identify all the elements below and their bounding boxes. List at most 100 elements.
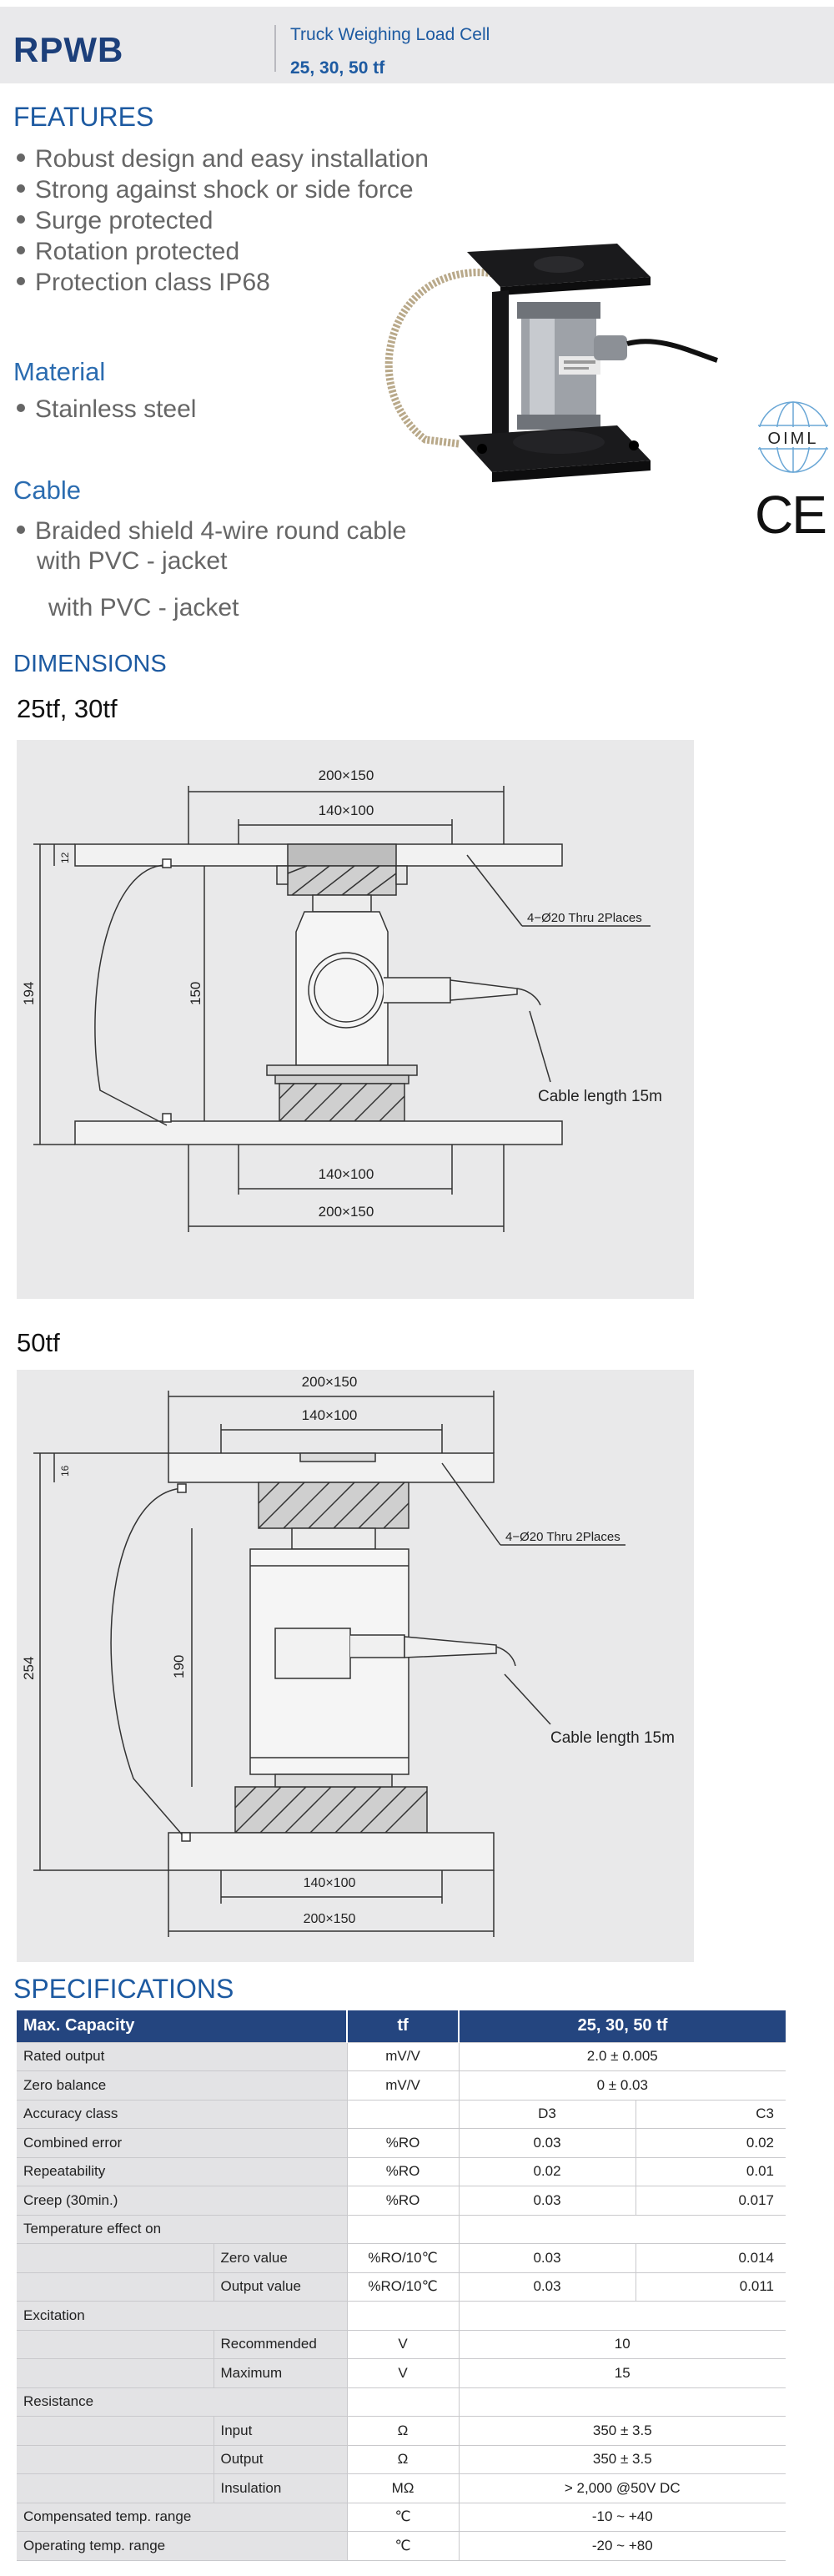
spec-value-d3: D3 xyxy=(459,2100,636,2129)
header-unit: tf xyxy=(346,2010,460,2043)
spec-unit: %RO/10℃ xyxy=(347,2272,460,2302)
spec-value-d3: 0.02 xyxy=(459,2157,636,2186)
oiml-text: OIML xyxy=(768,430,819,448)
cable-item-repeat: with PVC - jacket xyxy=(48,594,239,621)
spec-value xyxy=(459,2215,786,2244)
spec-group-cell xyxy=(17,2243,214,2273)
product-title: Truck Weighing Load Cell xyxy=(290,25,490,44)
feature-item: Robust design and easy installation xyxy=(17,143,429,174)
dimension-heading-25-30: 25tf, 30tf xyxy=(17,694,118,723)
spec-sublabel: Maximum xyxy=(214,2358,348,2388)
feature-item: Surge protected xyxy=(17,205,213,236)
spec-unit: %RO xyxy=(347,2157,460,2186)
cable-item-continued: with PVC - jacket xyxy=(37,547,228,575)
material-item: Stainless steel xyxy=(17,394,196,425)
spec-unit xyxy=(347,2100,460,2129)
spec-value-c3: 0.01 xyxy=(636,2157,786,2186)
table-row: Resistance xyxy=(17,2387,786,2417)
spec-value: 15 xyxy=(459,2358,786,2388)
spec-sublabel: Input xyxy=(214,2416,348,2446)
oiml-logo: OIML xyxy=(755,401,831,473)
dimension-drawing-25-30: 200×150 140×100 4−Ø20 Thru 2Places 12 19… xyxy=(17,740,694,1299)
spec-value-c3: C3 xyxy=(636,2100,786,2129)
spec-unit: ℃ xyxy=(347,2531,460,2561)
dim-cable-note: Cable length 15m xyxy=(538,1088,662,1105)
dimension-svg-25-30: 200×150 140×100 4−Ø20 Thru 2Places 12 19… xyxy=(21,767,662,1232)
spec-unit: MΩ xyxy=(347,2473,460,2503)
spec-value: 2.0 ± 0.005 xyxy=(459,2042,786,2071)
spec-label: Compensated temp. range xyxy=(17,2503,348,2532)
dim-plate-thickness: 12 xyxy=(59,852,71,863)
spec-value-c3: 0.017 xyxy=(636,2186,786,2216)
spec-unit xyxy=(347,2301,460,2331)
dim-height-total: 254 xyxy=(21,1657,37,1680)
dim-height-total: 194 xyxy=(21,982,37,1005)
dim-cable-note: Cable length 15m xyxy=(550,1729,675,1747)
spec-sublabel: Output value xyxy=(214,2272,348,2302)
spec-value-d3: 0.03 xyxy=(459,2128,636,2158)
header-max-capacity: Max. Capacity xyxy=(17,2010,348,2043)
spec-unit: ℃ xyxy=(347,2503,460,2532)
bullet-icon xyxy=(17,246,25,255)
dim-bottom-inner: 140×100 xyxy=(304,1876,356,1890)
spec-label: Rated output xyxy=(17,2042,348,2071)
spec-group-cell xyxy=(17,2445,214,2474)
spec-unit: mV/V xyxy=(347,2070,460,2101)
spec-value: -20 ~ +80 xyxy=(459,2531,786,2561)
spec-label: Operating temp. range xyxy=(17,2531,348,2561)
dimension-svg-50: 200×150 140×100 4−Ø20 Thru 2Places 16 25… xyxy=(21,1374,675,1937)
bullet-icon xyxy=(17,215,25,224)
spec-group-cell xyxy=(17,2473,214,2503)
spec-sublabel: Output xyxy=(214,2445,348,2474)
dimensions-title: DIMENSIONS xyxy=(13,651,167,677)
spec-group-cell xyxy=(17,2272,214,2302)
specifications-title: SPECIFICATIONS xyxy=(13,1974,234,2004)
header-value: 25, 30, 50 tf xyxy=(459,2010,786,2043)
dim-top-outer: 200×150 xyxy=(319,767,374,783)
spec-label: Excitation xyxy=(17,2301,348,2331)
dimension-drawing-50: 200×150 140×100 4−Ø20 Thru 2Places 16 25… xyxy=(17,1370,694,1962)
dim-hole-note: 4−Ø20 Thru 2Places xyxy=(505,1530,620,1544)
spec-value: 350 ± 3.5 xyxy=(459,2416,786,2446)
spec-unit: V xyxy=(347,2358,460,2388)
spec-unit: %RO xyxy=(347,2128,460,2158)
dim-top-inner: 140×100 xyxy=(302,1407,358,1423)
feature-item: Protection class IP68 xyxy=(17,267,270,298)
spec-group-cell xyxy=(17,2330,214,2359)
spec-unit: mV/V xyxy=(347,2042,460,2071)
bullet-icon xyxy=(17,404,25,413)
spec-value-c3: 0.014 xyxy=(636,2243,786,2273)
spec-value: 10 xyxy=(459,2330,786,2359)
dim-top-inner: 140×100 xyxy=(319,802,374,818)
header-divider xyxy=(274,25,276,72)
spec-label: Repeatability xyxy=(17,2157,348,2186)
dim-bottom-inner: 140×100 xyxy=(319,1166,374,1182)
spec-value: -10 ~ +40 xyxy=(459,2503,786,2532)
spec-sublabel: Recommended xyxy=(214,2330,348,2359)
dim-bottom-outer: 200×150 xyxy=(304,1912,356,1926)
spec-value-c3: 0.011 xyxy=(636,2272,786,2302)
cable-item: Braided shield 4-wire round cable xyxy=(17,516,406,546)
bullet-icon xyxy=(17,184,25,194)
dim-height-inner: 150 xyxy=(188,982,203,1005)
cable-title: Cable xyxy=(13,475,81,505)
feature-item: Rotation protected xyxy=(17,236,239,267)
table-row: Temperature effect on xyxy=(17,2215,786,2244)
product-photo xyxy=(384,244,718,482)
spec-group-cell xyxy=(17,2358,214,2388)
spec-value-c3: 0.02 xyxy=(636,2128,786,2158)
ce-mark: CE xyxy=(755,485,827,545)
spec-value-d3: 0.03 xyxy=(459,2186,636,2216)
spec-sublabel: Insulation xyxy=(214,2473,348,2503)
dim-bottom-outer: 200×150 xyxy=(319,1204,374,1220)
model-name: RPWB xyxy=(13,30,124,69)
